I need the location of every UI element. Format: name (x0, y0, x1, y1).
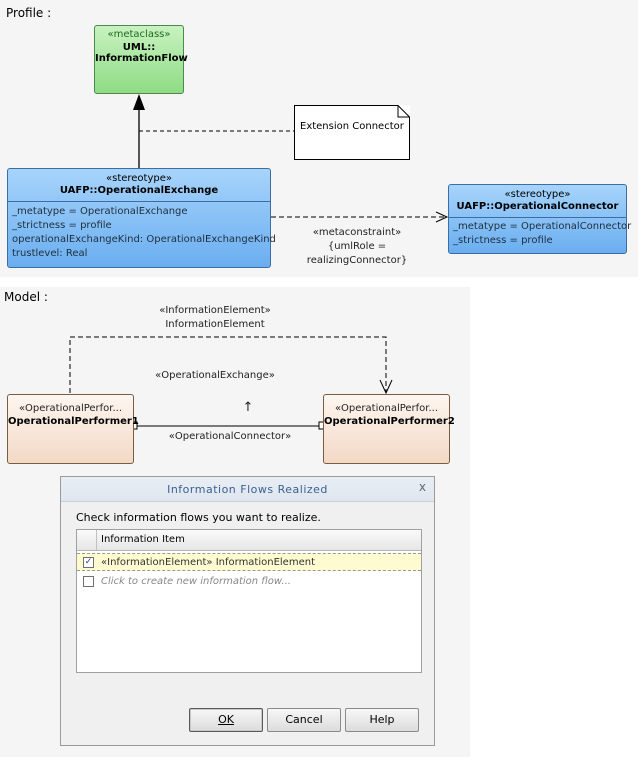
connector-attributes: _metatype = OperationalConnector _strict… (449, 218, 632, 248)
operational-connector-label: «OperationalConnector» (168, 431, 292, 442)
generalization-arrowhead (133, 94, 145, 110)
grid-row-information-element[interactable]: ✓ «InformationElement» InformationElemen… (77, 553, 421, 571)
information-item-grid[interactable]: Information Item ✓ «InformationElement» … (76, 529, 422, 673)
extension-connector-note[interactable]: Extension Connector (294, 105, 410, 160)
information-flow-line (69, 336, 387, 393)
flow-direction-icon: ↑ (242, 400, 254, 415)
stereotype-operational-connector[interactable]: «stereotype» UAFP::OperationalConnector … (448, 184, 632, 254)
connector-stereotype: «stereotype» (504, 189, 571, 200)
metaclass-stereotype: «metaclass» (107, 29, 171, 40)
operational-performer-1[interactable]: «OperationalPerfor... OperationalPerform… (7, 394, 139, 464)
exchange-attr-2: operationalExchangeKind: OperationalExch… (12, 234, 276, 245)
close-icon[interactable]: x (418, 480, 426, 494)
performer2-name: OperationalPerformer2 (324, 416, 455, 427)
help-button-label: Help (369, 713, 395, 726)
operational-exchange-label: «OperationalExchange» (155, 370, 275, 381)
performer1-stereotype: «OperationalPerfor... (18, 403, 123, 414)
cancel-button[interactable]: Cancel (267, 708, 341, 732)
performer2-stereotype: «OperationalPerfor... (334, 403, 439, 414)
dialog-title: Information Flows Realized (167, 483, 328, 496)
metaconstraint-line1: «metaconstraint» (312, 227, 402, 238)
grid-row-new-flow[interactable]: Click to create new information flow... (77, 573, 421, 591)
information-flow-arrowhead (379, 379, 393, 395)
grid-header-check-column (77, 530, 97, 550)
row-checkbox-unchecked[interactable] (83, 576, 94, 587)
metaclass-name-line1: UML:: (122, 42, 156, 53)
metaconstraint-line2: {umlRole = (327, 241, 387, 252)
operational-performer-2[interactable]: «OperationalPerfor... OperationalPerform… (323, 394, 455, 464)
exchange-attr-3: trustlevel: Real (12, 248, 88, 259)
ok-button[interactable]: OK (189, 708, 263, 732)
connector-attr-0: _metatype = OperationalConnector (453, 221, 632, 232)
profile-connectors (133, 94, 449, 223)
dependency-arrowhead (435, 211, 449, 223)
help-button[interactable]: Help (345, 708, 419, 732)
grid-header: Information Item (77, 530, 421, 551)
grid-header-information-item[interactable]: Information Item (101, 534, 185, 545)
dialog-title-bar[interactable]: Information Flows Realized x (61, 477, 434, 502)
connector-attr-1: _strictness = profile (453, 235, 553, 246)
dialog-instruction: Check information flows you want to real… (76, 511, 321, 524)
metaclass-name-line2: InformationFlow (95, 53, 188, 64)
exchange-divider (8, 201, 270, 202)
exchange-attr-0: _metatype = OperationalExchange (12, 206, 188, 217)
profile-section-label: Profile : (6, 6, 52, 20)
stereotype-operational-exchange[interactable]: «stereotype» UAFP::OperationalExchange _… (7, 168, 276, 268)
performer1-name: OperationalPerformer1 (8, 416, 139, 427)
row-information-element-text: «InformationElement» InformationElement (101, 557, 315, 568)
exchange-attr-1: _strictness = profile (12, 220, 112, 231)
exchange-stereotype: «stereotype» (105, 173, 173, 184)
row-checkbox-checked[interactable]: ✓ (83, 557, 94, 568)
info-element-stereotype: «InformationElement» (159, 305, 271, 316)
info-element-name: InformationElement (165, 319, 265, 330)
connector-divider (449, 217, 626, 218)
note-outline (294, 105, 410, 160)
ok-button-label: OK (218, 713, 234, 726)
metaconstraint-line3: realizingConnector} (306, 255, 408, 266)
exchange-name: UAFP::OperationalExchange (59, 185, 219, 196)
connector-name: UAFP::OperationalConnector (456, 201, 619, 212)
metaclass-information-flow[interactable]: «metaclass» UML:: InformationFlow (94, 25, 188, 94)
note-text: Extension Connector (300, 121, 404, 132)
model-section-label: Model : (4, 290, 48, 304)
information-flows-dialog: Information Flows Realized x Check infor… (60, 476, 435, 746)
row-new-flow-placeholder[interactable]: Click to create new information flow... (101, 576, 291, 587)
cancel-button-label: Cancel (285, 713, 323, 726)
exchange-attributes: _metatype = OperationalExchange _strictn… (8, 202, 276, 261)
